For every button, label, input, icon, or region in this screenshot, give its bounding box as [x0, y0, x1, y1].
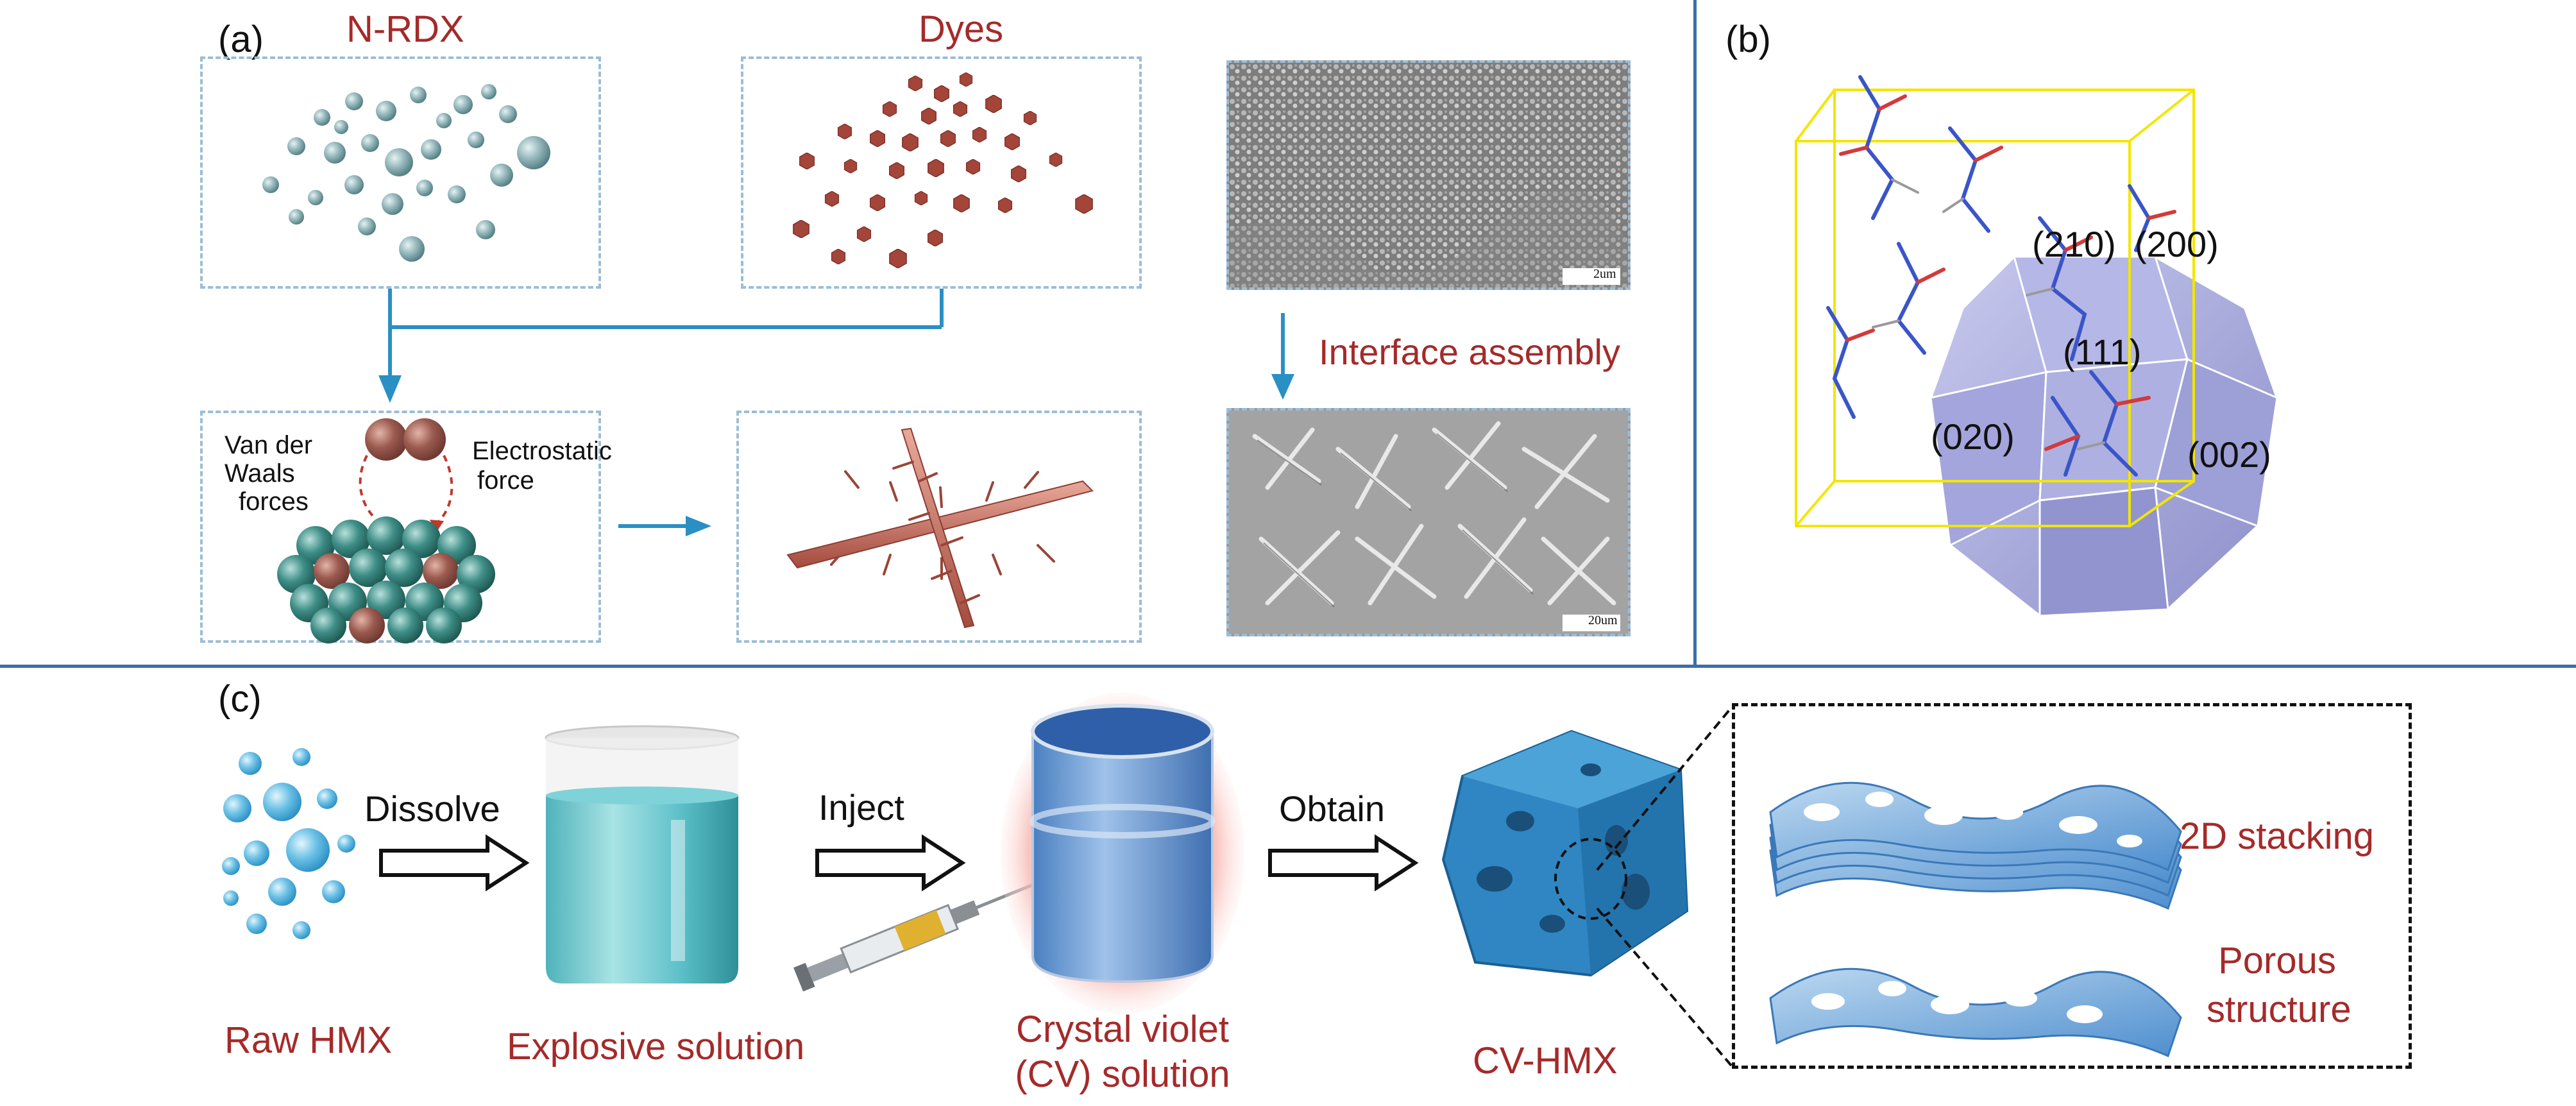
cross-crystal: [786, 427, 1094, 629]
porous-structure-label: Porous structure: [2207, 940, 2351, 1030]
right-arrow-assembly: [618, 516, 711, 536]
inject-label: Inject: [818, 787, 904, 828]
panel-a-letter: (a): [218, 19, 264, 60]
scale-bar-bottom-label: 20um: [1588, 613, 1618, 627]
crystal-violet-label: Crystal violet (CV) solution: [1015, 1008, 1230, 1095]
sem-image-top: 2um: [1226, 60, 1631, 290]
facet-210-label: (210): [2032, 224, 2116, 264]
facet-111-label: (111): [2063, 332, 2142, 372]
obtain-label: Obtain: [1279, 788, 1385, 829]
dyes-particles: [793, 72, 1093, 268]
n-rdx-title: N-RDX: [346, 8, 464, 50]
cv-hmx-label: CV-HMX: [1473, 1040, 1618, 1082]
inject-arrow: [815, 834, 966, 892]
assembly-lattice: [277, 418, 495, 643]
n-rdx-spheres: [262, 84, 550, 262]
scale-bar-top-label: 2um: [1593, 267, 1616, 281]
explosive-solution-label: Explosive solution: [507, 1026, 805, 1068]
raw-hmx-particles: [222, 748, 355, 939]
dissolve-label: Dissolve: [364, 788, 500, 829]
electrostatic-force-label: Electrostatic force: [472, 437, 612, 495]
obtain-arrow: [1268, 834, 1419, 892]
facet-020-label: (020): [1931, 416, 2015, 457]
cross-crystal-box: [736, 411, 1142, 643]
down-arrow-interface: [1271, 313, 1294, 400]
dissolve-arrow: [379, 834, 530, 892]
zoom-connector-lines: [1596, 706, 1733, 1068]
panel-divider-vertical: [1693, 0, 1697, 665]
panel-c-letter: (c): [218, 678, 262, 720]
beaker-crystal-violet: [1001, 693, 1244, 1014]
cv-hmx-particle: [1441, 729, 1689, 977]
merge-arrows: [378, 289, 944, 403]
interface-assembly-label: Interface assembly: [1319, 332, 1620, 372]
facet-200-label: (200): [2135, 224, 2219, 264]
dyes-title: Dyes: [919, 8, 1004, 50]
crystal-habit-model: [1795, 75, 2279, 618]
dyes-box: [741, 56, 1142, 289]
raw-hmx-label: Raw HMX: [225, 1019, 393, 1061]
porous-sheets: [1769, 781, 2182, 1058]
sem-image-bottom: 20um: [1226, 408, 1631, 636]
van-der-waals-label: Van der Waals forces: [225, 431, 313, 516]
beaker-explosive-solution: [545, 725, 740, 983]
structure-zoom-box: [1732, 703, 2412, 1069]
panel-divider-horizontal: [0, 665, 2576, 668]
n-rdx-box: [200, 56, 601, 289]
2d-stacking-label: 2D stacking: [2180, 815, 2375, 857]
panel-b-letter: (b): [1725, 19, 1771, 60]
facet-002-label: (002): [2187, 434, 2271, 475]
